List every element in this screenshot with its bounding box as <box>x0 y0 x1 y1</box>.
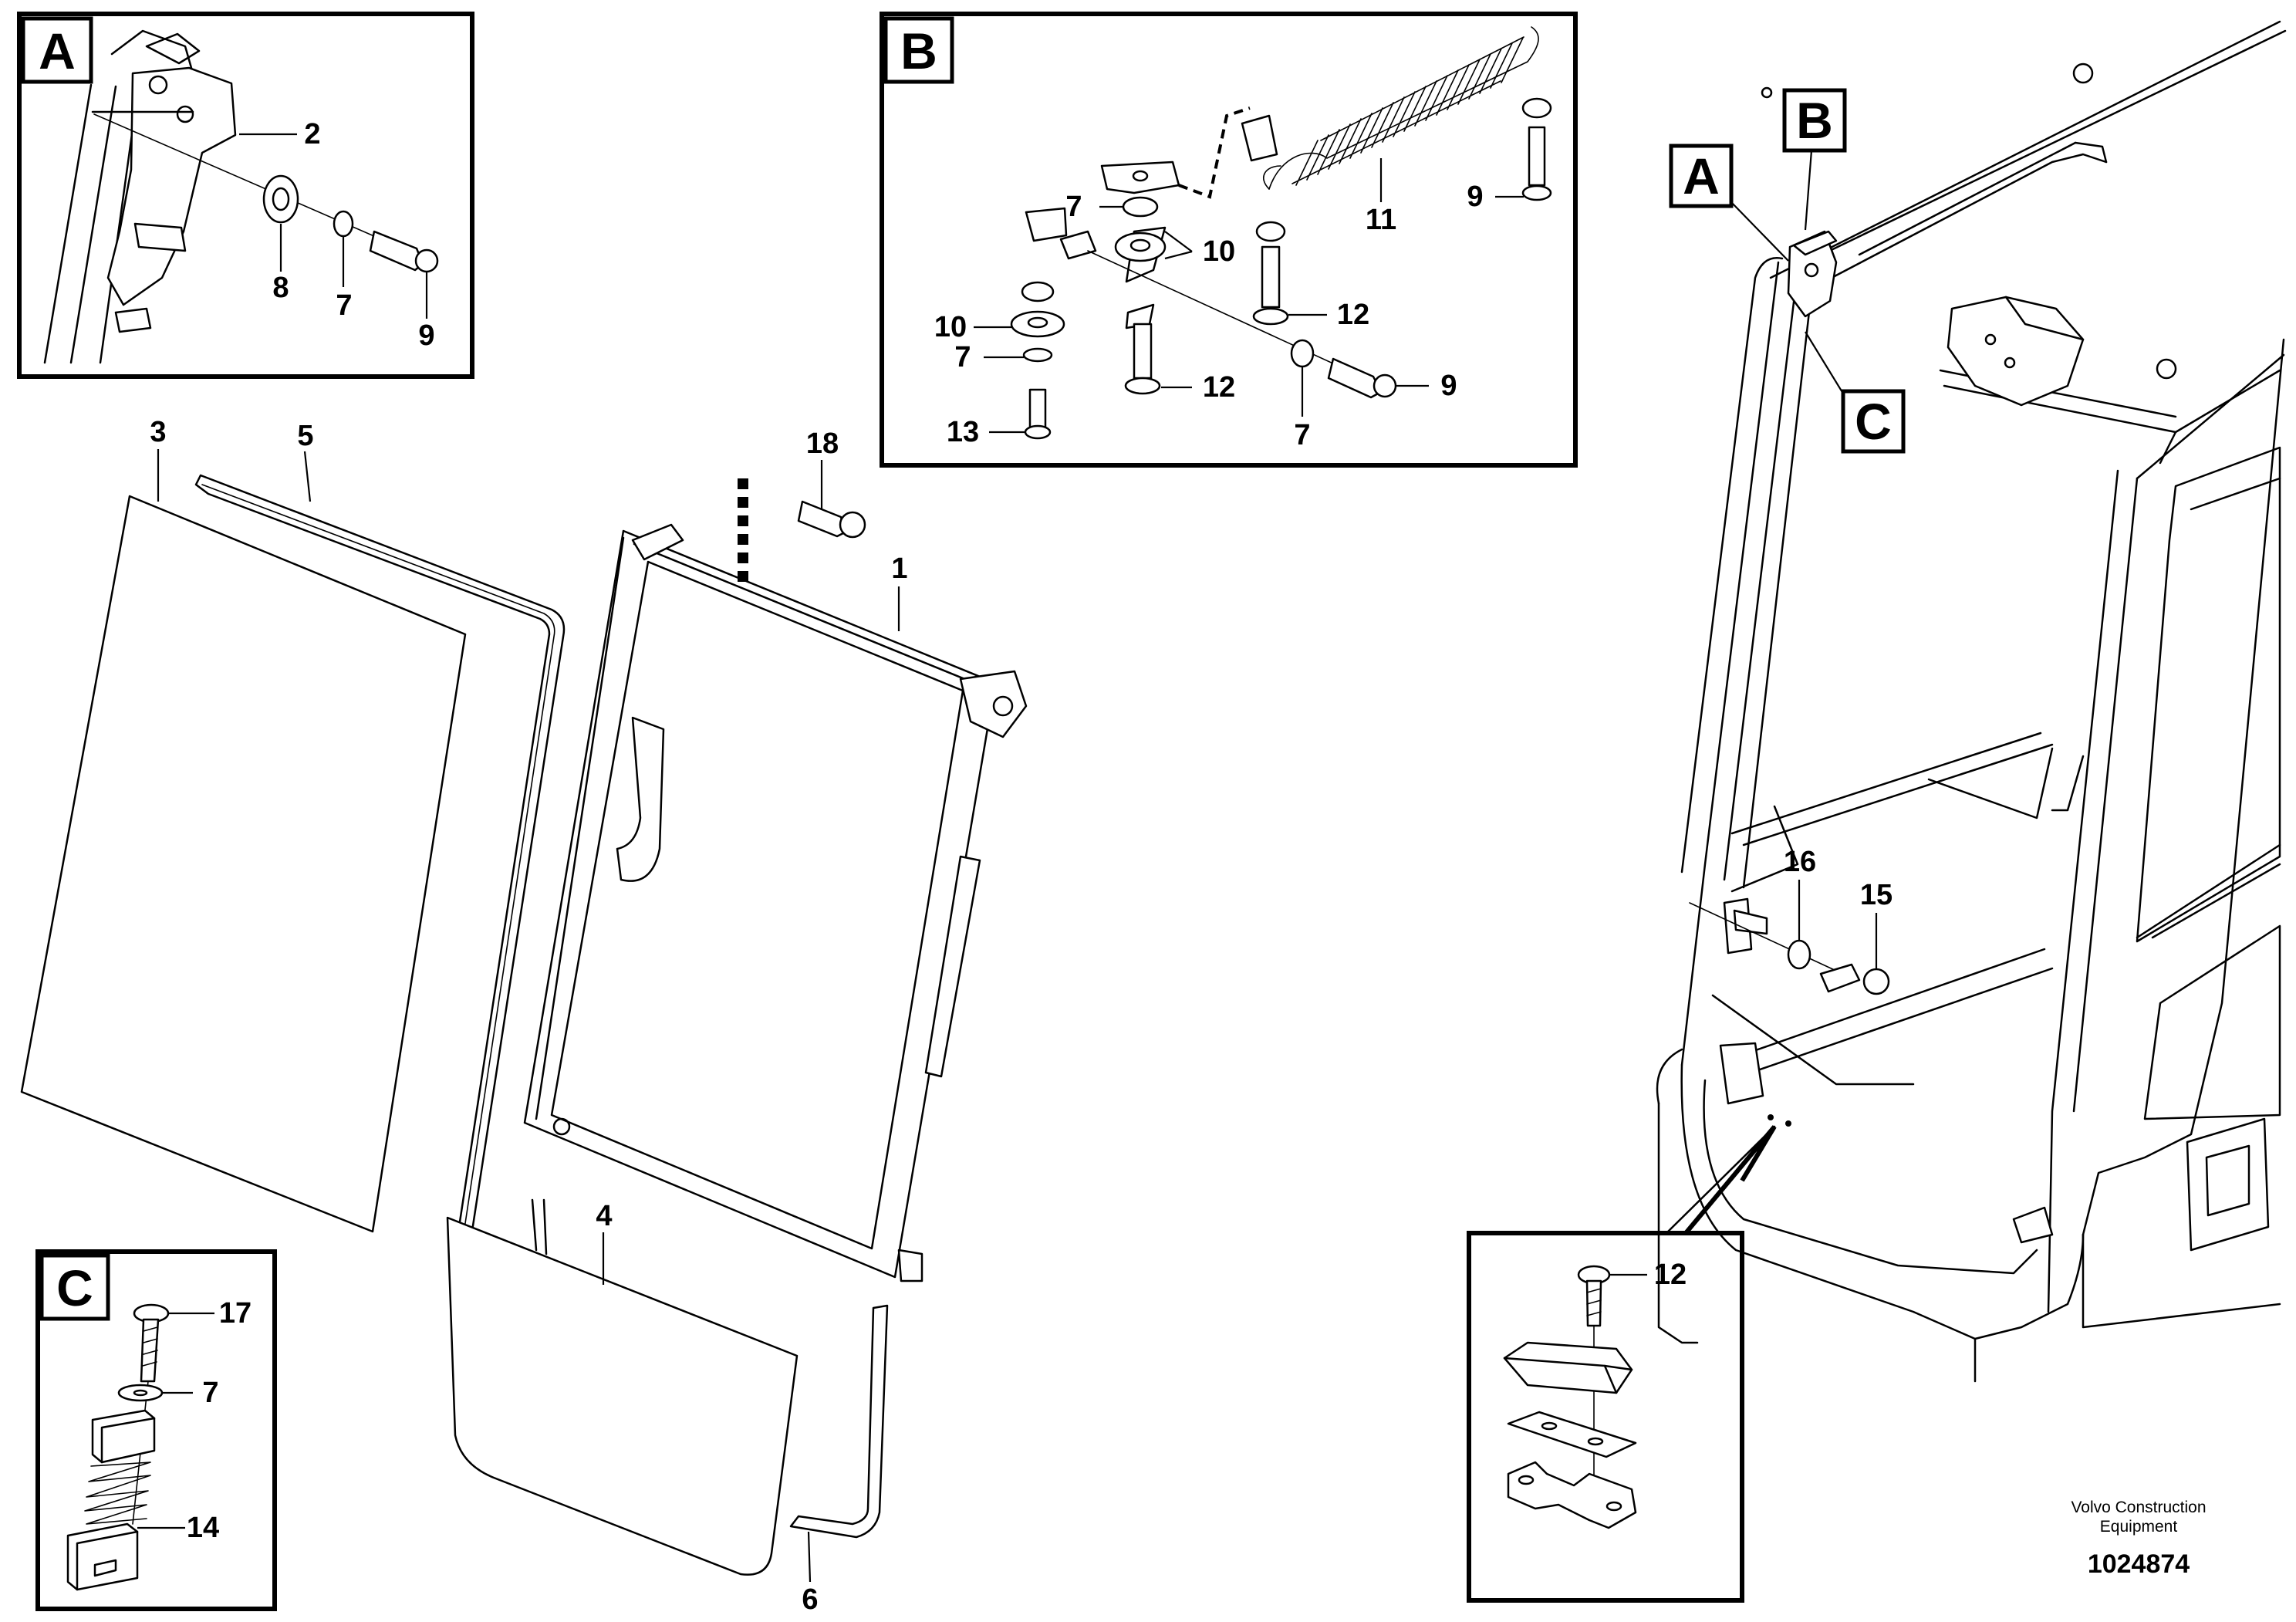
detail-a-panel: A <box>17 12 474 379</box>
glass-pane-3 <box>20 495 467 1233</box>
callout-18: 18 <box>806 427 839 460</box>
cab-tag-a-letter: A <box>1683 147 1720 204</box>
seal-6 <box>789 1304 889 1539</box>
brand-line-2: Equipment <box>2100 1518 2178 1536</box>
callout-12: 12 <box>1654 1259 1687 1291</box>
cab-tag-b-letter: B <box>1796 92 1833 149</box>
callout-7: 7 <box>1294 419 1310 451</box>
bolt-18 <box>738 478 866 586</box>
panel-4 <box>446 1198 799 1576</box>
callout-14: 14 <box>187 1512 219 1544</box>
callout-7: 7 <box>1065 191 1082 223</box>
callout-9: 9 <box>418 319 434 352</box>
detail-c-tag: C <box>56 1259 93 1316</box>
callout-7: 7 <box>336 289 352 322</box>
callout-2: 2 <box>304 118 320 150</box>
callout-8: 8 <box>272 272 289 304</box>
callout-9: 9 <box>1467 181 1483 213</box>
detail-b-panel: B <box>880 12 1578 468</box>
cab-tag-b: B <box>1782 88 1847 231</box>
detail-striker-panel <box>1467 1125 1777 1603</box>
callout-5: 5 <box>297 420 313 452</box>
callout-9: 9 <box>1440 370 1457 402</box>
cab-drawing <box>1656 20 2287 1383</box>
callout-13: 13 <box>947 416 979 448</box>
detail-a-callouts: 2 8 7 9 <box>239 118 435 352</box>
middle-callouts: 3 5 18 1 4 6 <box>150 416 907 1616</box>
brand-line-1: Volvo Construction <box>2071 1499 2206 1516</box>
detail-c-callouts: 17 7 14 <box>137 1297 252 1544</box>
callout-4: 4 <box>596 1200 612 1232</box>
callout-17: 17 <box>219 1297 252 1330</box>
callout-3: 3 <box>150 416 166 448</box>
cab-tag-c-letter: C <box>1855 393 1892 450</box>
detail-b-tag: B <box>900 22 937 79</box>
callout-1: 1 <box>891 552 907 585</box>
callout-10: 10 <box>1203 235 1235 268</box>
callout-15: 15 <box>1860 879 1893 911</box>
detail-c-panel: C <box>35 1249 277 1611</box>
callout-11: 11 <box>1366 204 1396 236</box>
callout-6: 6 <box>802 1583 818 1616</box>
callout-10: 10 <box>934 311 967 343</box>
detail-a-tag: A <box>39 22 76 79</box>
detail-striker-callouts: 12 <box>1609 1259 1687 1291</box>
window-frame-1 <box>523 523 1028 1282</box>
cab-callouts: 16 15 <box>1784 846 1893 969</box>
cab-tag-a: A <box>1669 144 1789 262</box>
footer: Volvo Construction Equipment 1024874 <box>2071 1499 2206 1579</box>
spring-coils <box>1292 36 1524 186</box>
callout-7: 7 <box>202 1377 218 1409</box>
document-number: 1024874 <box>2088 1549 2190 1579</box>
callout-7: 7 <box>954 341 971 373</box>
callout-12: 12 <box>1337 299 1369 331</box>
callout-16: 16 <box>1784 846 1816 878</box>
cab-tag-c: C <box>1805 331 1906 454</box>
detail-b-callouts: 7 10 7 13 10 12 12 11 9 9 7 <box>934 158 1524 451</box>
callout-12: 12 <box>1203 371 1235 404</box>
